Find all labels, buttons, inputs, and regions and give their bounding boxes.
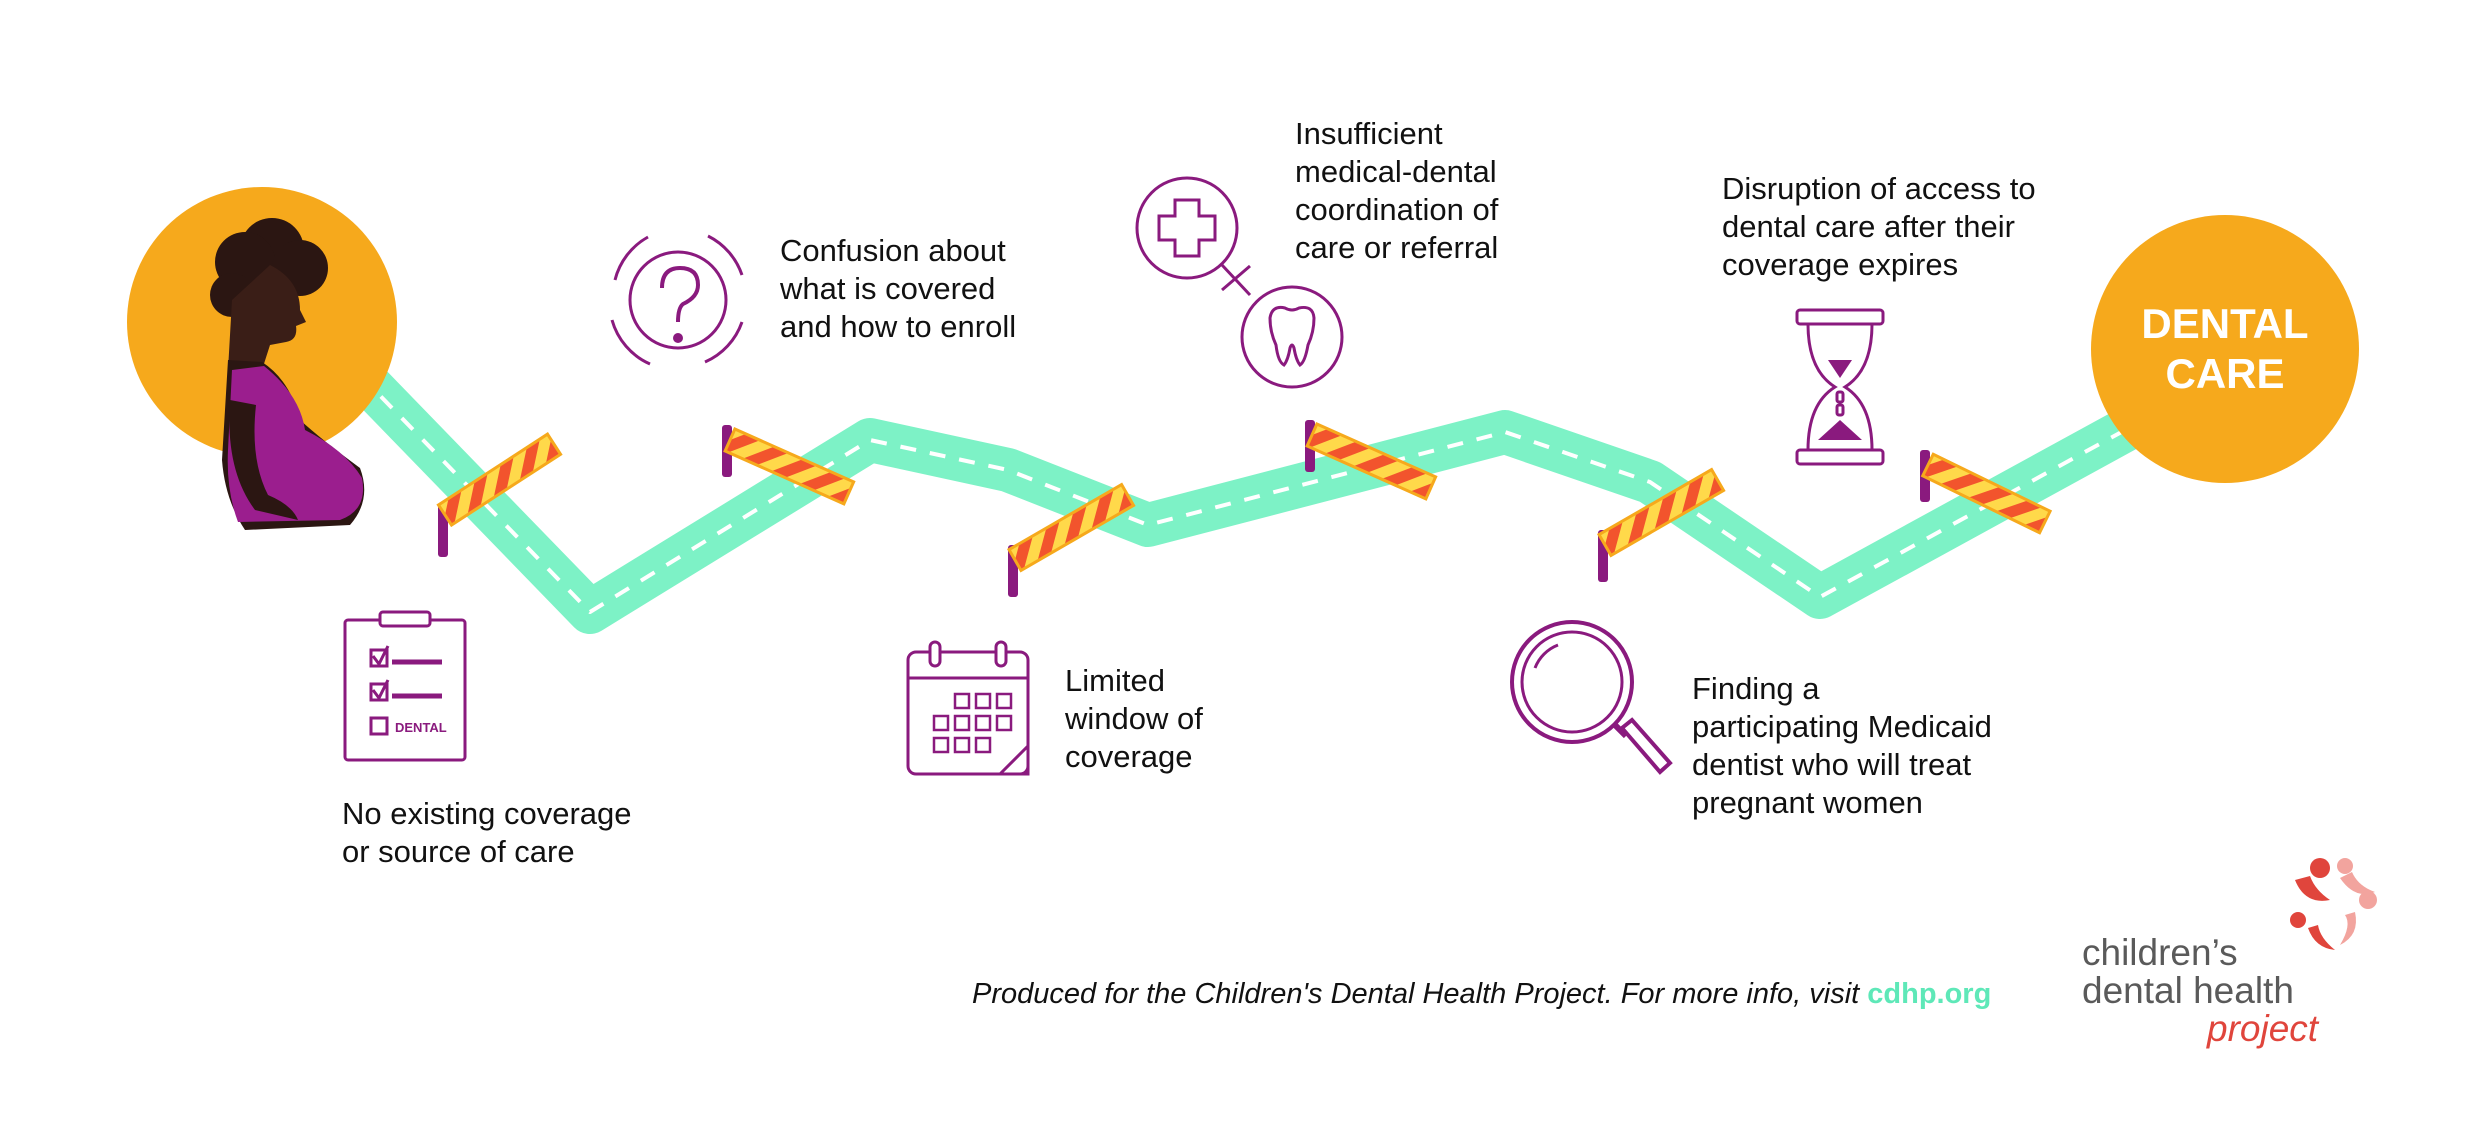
barrier-gate-2 [722,425,856,506]
road-path [338,353,2202,634]
checklist-dental-label: DENTAL [395,720,447,735]
road-surface [338,353,2202,634]
pregnant-woman-icon [210,218,365,530]
barrier-gate-3 [1006,482,1136,597]
logo-line-childrens: children’s [2082,932,2238,973]
cdhp-logo: children’s dental health project [2082,862,2382,1062]
calendar-icon [906,640,1030,776]
barrier-gate-6 [1920,450,2053,535]
medical-dental-link-icon [1135,176,1344,389]
label-no-coverage: No existing coverage or source of care [342,796,632,869]
label-finding-dentist: Finding a participating Medicaid dentist… [1692,671,1992,820]
label-coordination: Insufficient medical-dental coordination… [1295,116,1499,265]
cdhp-logo-mark [2290,858,2377,950]
footer-link[interactable]: cdhp.org [1867,978,1992,1010]
label-limited-window: Limited window of coverage [1065,663,1203,774]
logo-line-dental-health: dental health [2082,970,2294,1011]
question-mark-icon [610,234,744,366]
barrier-gate-4 [1305,420,1438,501]
label-confusion: Confusion about what is covered and how … [780,233,1017,344]
hourglass-icon [1795,308,1885,466]
logo-line-project: project [2207,1008,2319,1049]
destination-dental-care: DENTAL CARE [2091,215,2359,483]
label-disruption: Disruption of access to dental care afte… [1722,171,2036,282]
barrier-gate-1 [436,432,563,557]
footer-credit: Produced for the Children's Dental Healt… [972,978,1991,1011]
clipboard-checklist-icon: DENTAL [343,610,467,762]
magnifying-glass-icon [1510,620,1673,775]
barrier-gate-5 [1596,467,1726,582]
footer-text: Produced for the Children's Dental Healt… [972,978,1868,1010]
